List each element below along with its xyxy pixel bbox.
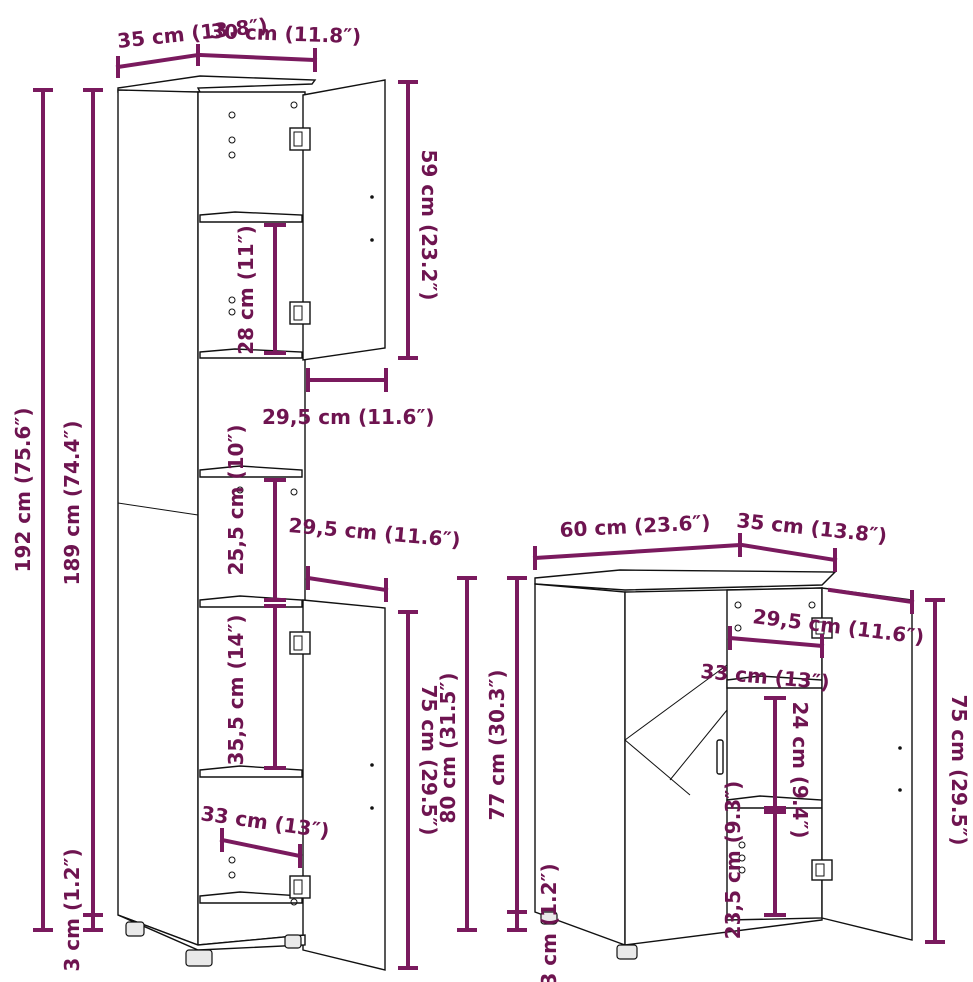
tall-top-door-width-label: 29,5 cm (11.6″) <box>262 405 435 429</box>
low-cabinet <box>534 569 913 960</box>
low-width-label: 60 cm (23.6″) <box>559 510 711 542</box>
tall-dimension-lines <box>33 44 418 970</box>
tall-shelf-gap-3-label: 35,5 cm (14″) <box>224 614 248 765</box>
handle-icon <box>716 739 724 775</box>
low-door-height-label: 75 cm (29.5″) <box>947 694 971 845</box>
low-foot-height-label: 3 cm (1.2″) <box>537 863 561 982</box>
tall-height-total-label: 192 cm (75.6″) <box>11 408 35 573</box>
low-height-body-label: 77 cm (30.3″) <box>485 669 509 820</box>
tall-bottom-door-width-label: 29,5 cm (11.6″) <box>288 513 462 552</box>
decor-line <box>669 709 728 781</box>
tall-foot <box>185 949 213 967</box>
tall-foot <box>125 921 145 937</box>
tall-top-door-height-label: 59 cm (23.2″) <box>417 149 441 300</box>
tall-holes <box>228 101 298 906</box>
low-dimension-lines <box>457 533 945 944</box>
low-foot <box>616 944 638 960</box>
tall-cabinet <box>117 75 386 971</box>
tall-shelf-gap-1-label: 28 cm (11″) <box>234 225 258 355</box>
tall-plinth <box>117 914 306 951</box>
decor-line <box>624 664 728 741</box>
tall-top-door <box>302 79 386 361</box>
low-shelf-gap-1-label: 24 cm (9.4″) <box>788 701 812 838</box>
tall-foot-height-label: 3 cm (1.2″) <box>60 848 84 971</box>
tall-height-body-label: 189 cm (74.4″) <box>60 421 84 586</box>
tall-side-panel <box>117 89 199 947</box>
low-foot <box>540 911 558 925</box>
tall-shelves <box>199 211 303 904</box>
tall-shelf-gap-2-label: 25,5 cm (10″) <box>224 424 248 575</box>
tall-width-label: 30 cm (11.8″) <box>210 19 362 48</box>
tall-split-line <box>117 502 199 516</box>
decor-line <box>624 739 691 796</box>
low-depth-label: 35 cm (13.8″) <box>735 508 888 548</box>
low-shelf-gap-2-label: 23,5 cm (9.3″) <box>721 781 745 940</box>
hinge-icon <box>289 127 311 899</box>
tall-labels: 35 cm (13.8″) 30 cm (11.8″) 192 cm (75.6… <box>11 13 462 971</box>
low-top <box>534 569 837 591</box>
tall-bottom-door <box>302 599 386 971</box>
tall-bottom-door-height-label: 75 cm (29.5″) <box>417 684 441 835</box>
low-height-total-label: 80 cm (31.5″) <box>436 672 460 823</box>
tall-top <box>117 75 317 93</box>
tall-foot <box>284 934 302 949</box>
